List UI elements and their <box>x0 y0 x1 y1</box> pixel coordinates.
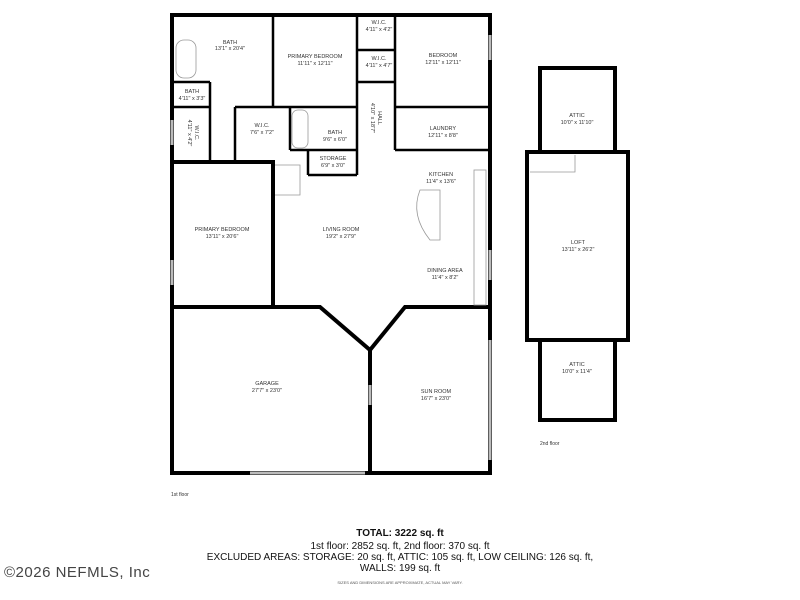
room-bath-main: BATH <box>223 40 237 46</box>
disclaimer: SIZES AND DIMENSIONS ARE APPROXIMATE, AC… <box>337 580 463 585</box>
svg-text:4'11" x 4'2": 4'11" x 4'2" <box>366 27 393 33</box>
svg-text:11'4" x 13'6": 11'4" x 13'6" <box>426 179 456 185</box>
svg-text:16'7" x 23'0": 16'7" x 23'0" <box>421 396 451 402</box>
room-storage: STORAGE <box>320 156 347 162</box>
second-floor-label: 2nd floor <box>540 441 560 447</box>
svg-text:7'6" x 7'2": 7'6" x 7'2" <box>250 130 274 136</box>
svg-text:11'4" x 8'2": 11'4" x 8'2" <box>432 275 459 281</box>
excluded-areas: EXCLUDED AREAS: STORAGE: 20 sq. ft, ATTI… <box>206 552 594 563</box>
svg-text:12'11" x 12'11": 12'11" x 12'11" <box>425 60 461 66</box>
room-wic-center: W.I.C. <box>255 123 270 129</box>
room-dining-area: DINING AREA <box>427 268 463 274</box>
room-sun-room: SUN ROOM <box>421 389 452 395</box>
room-kitchen: KITCHEN <box>429 172 453 178</box>
svg-text:4'11" x 4'7": 4'11" x 4'7" <box>366 63 393 69</box>
room-loft: LOFT <box>571 240 586 246</box>
svg-text:13'1" x 20'4": 13'1" x 20'4" <box>215 46 245 52</box>
room-wic-left: W.I.C. <box>193 126 199 141</box>
svg-text:4'10" x 18'7": 4'10" x 18'7" <box>369 103 375 133</box>
svg-text:10'0" x 11'4": 10'0" x 11'4" <box>562 369 592 375</box>
room-garage: GARAGE <box>255 381 279 387</box>
room-labels: BATH 13'1" x 20'4" PRIMARY BEDROOM 11'11… <box>179 20 595 402</box>
room-bath-center: BATH <box>328 130 342 136</box>
svg-text:13'11" x 20'6": 13'11" x 20'6" <box>206 234 239 240</box>
total-area: TOTAL: 3222 sq. ft <box>356 528 444 539</box>
floor-areas: 1st floor: 2852 sq. ft, 2nd floor: 370 s… <box>310 541 490 552</box>
room-bath-small: BATH <box>185 89 199 95</box>
svg-text:27'7" x 23'0": 27'7" x 23'0" <box>252 388 282 394</box>
room-primary-bedroom-top: PRIMARY BEDROOM <box>288 54 343 60</box>
svg-text:12'11" x 8'8": 12'11" x 8'8" <box>428 133 458 139</box>
walls-area: WALLS: 199 sq. ft <box>359 563 441 574</box>
svg-text:6'9" x 3'0": 6'9" x 3'0" <box>321 163 345 169</box>
room-wic-top: W.I.C. <box>372 20 387 26</box>
svg-text:13'11" x 26'2": 13'11" x 26'2" <box>562 247 595 253</box>
svg-text:10'0" x 11'10": 10'0" x 11'10" <box>561 120 594 126</box>
room-wic-mid: W.I.C. <box>372 56 387 62</box>
room-bedroom: BEDROOM <box>429 53 458 59</box>
room-laundry: LAUNDRY <box>430 126 457 132</box>
first-floor-label: 1st floor <box>171 492 189 498</box>
first-floor-walls <box>170 13 492 475</box>
room-attic-top: ATTIC <box>569 113 585 119</box>
svg-text:4'11" x 3'3": 4'11" x 3'3" <box>179 96 206 102</box>
svg-text:4'11" x 4'2": 4'11" x 4'2" <box>186 120 192 147</box>
room-attic-bottom: ATTIC <box>569 362 585 368</box>
second-floor-walls <box>525 66 630 422</box>
room-primary-bedroom: PRIMARY BEDROOM <box>195 227 250 233</box>
svg-text:9'6" x 6'0": 9'6" x 6'0" <box>323 137 347 143</box>
svg-text:11'11" x 12'11": 11'11" x 12'11" <box>297 61 332 67</box>
watermark: ©2026 NEFMLS, Inc <box>4 564 151 581</box>
room-hall: HALL <box>376 111 382 125</box>
svg-text:19'2" x 27'9": 19'2" x 27'9" <box>326 234 356 240</box>
room-living-room: LIVING ROOM <box>323 227 360 233</box>
